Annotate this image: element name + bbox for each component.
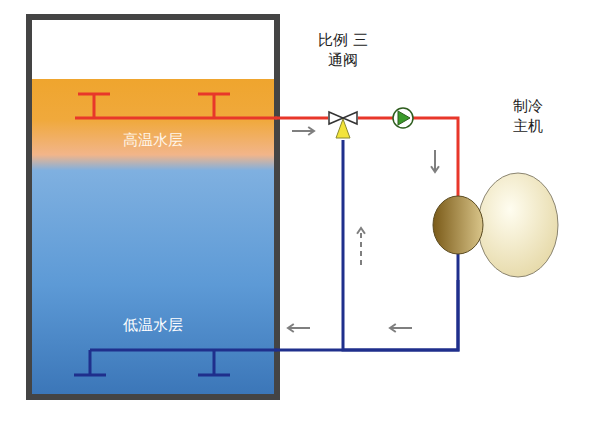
layer-label: 高温水层 xyxy=(73,130,233,150)
cold-distributor xyxy=(74,350,277,375)
flow-arrowhead xyxy=(390,324,396,332)
layer-label: 低温水层 xyxy=(73,315,233,335)
flow-arrowhead xyxy=(431,166,439,172)
cold-water-layer: 低温水层 xyxy=(31,166,275,394)
hot-water-layer: 高温水层 xyxy=(31,80,275,166)
node-label: 比例 三通阀 xyxy=(313,30,373,71)
flow-arrow xyxy=(288,327,310,329)
flow-arrow xyxy=(360,228,362,265)
node-label: 制冷 主机 xyxy=(506,96,550,137)
flow-arrow xyxy=(434,150,436,172)
flow-arrowhead xyxy=(308,127,314,135)
pipe-line xyxy=(275,117,328,120)
three-way-valve: 比例 三通阀 xyxy=(328,108,358,140)
chiller-symbol xyxy=(430,170,560,280)
tank-wall xyxy=(29,17,277,397)
flow-arrowhead xyxy=(288,324,294,332)
pump-symbol xyxy=(393,108,413,128)
flow-arrow xyxy=(292,130,314,132)
pipe xyxy=(275,280,458,350)
valve-symbol xyxy=(328,108,358,140)
flow-arrow xyxy=(390,327,412,329)
chiller: 制冷 主机 xyxy=(430,170,560,280)
pipe xyxy=(275,118,328,135)
hot-distributor xyxy=(75,94,277,118)
flow-arrowhead xyxy=(357,228,365,234)
tank-water xyxy=(31,79,275,395)
pipe-line xyxy=(275,280,458,350)
